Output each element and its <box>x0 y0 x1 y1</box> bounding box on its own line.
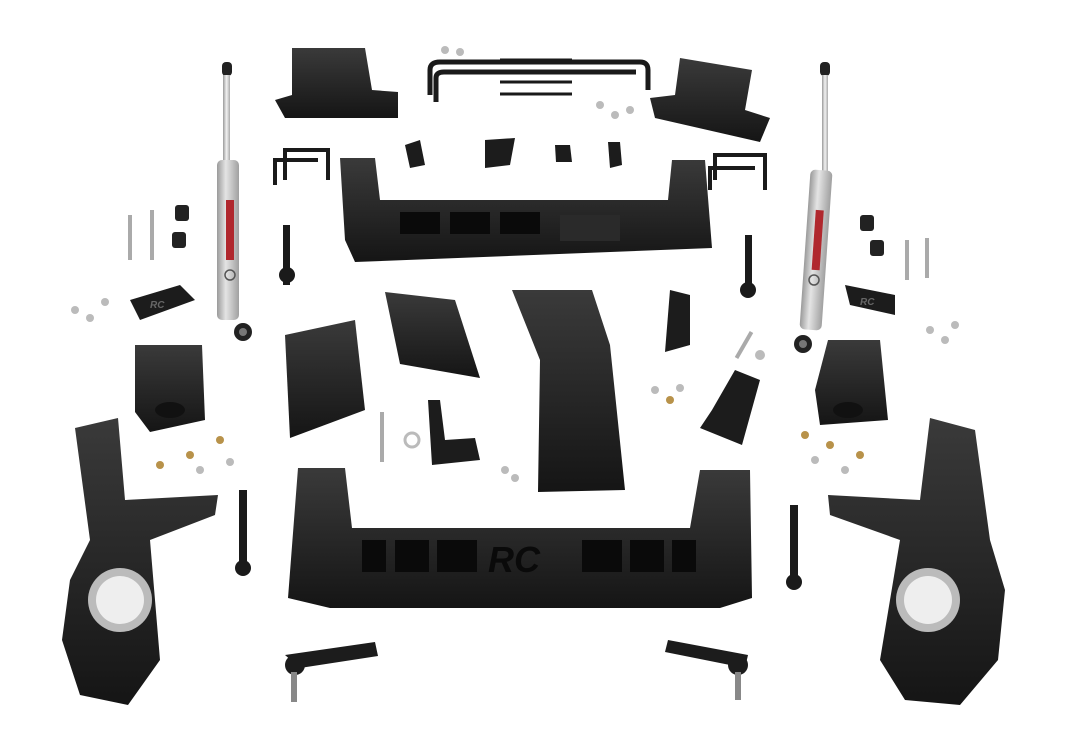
right-tie-rod-end <box>665 640 748 700</box>
left-shock-absorber <box>217 62 252 341</box>
svg-text:RC: RC <box>860 297 875 308</box>
right-shock-absorber <box>794 62 833 353</box>
left-tie-rod-end <box>285 642 378 702</box>
left-rc-bracket: RC <box>130 285 195 320</box>
small-u-bolts <box>273 148 767 190</box>
right-coil-spacer <box>815 340 888 425</box>
small-brackets <box>405 138 760 465</box>
left-steering-knuckle <box>62 418 218 705</box>
top-left-bracket <box>275 48 398 118</box>
rear-crossmember <box>340 158 712 262</box>
left-coil-spacer <box>135 345 205 432</box>
u-bolts <box>427 58 651 102</box>
right-rc-bracket: RC <box>845 285 895 315</box>
hardware-bolts-nuts-washers <box>71 46 959 482</box>
front-crossmember: RC <box>288 468 752 608</box>
left-center-plate <box>385 292 480 378</box>
left-skid-plate <box>285 320 365 438</box>
svg-text:RC: RC <box>488 539 541 580</box>
svg-text:RC: RC <box>150 300 165 311</box>
center-skid-plate <box>512 290 625 492</box>
top-right-bracket <box>650 58 770 142</box>
right-steering-knuckle <box>828 418 1005 705</box>
long-bolts <box>235 225 802 590</box>
